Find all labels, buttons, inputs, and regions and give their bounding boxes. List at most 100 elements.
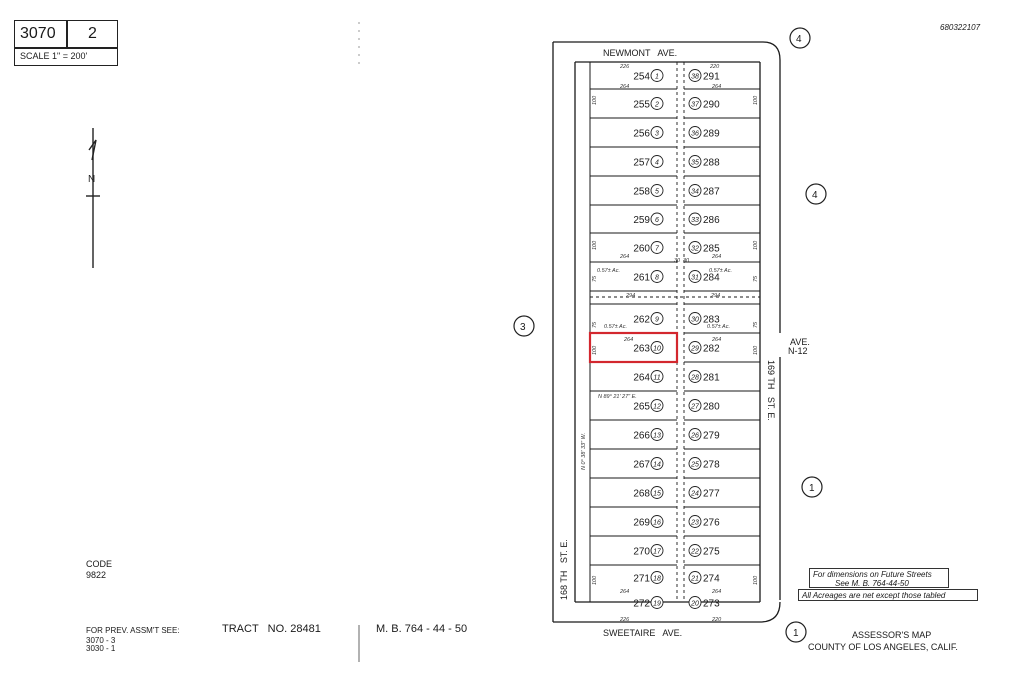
- parcel-number[interactable]: 270: [633, 547, 650, 558]
- parcel-number[interactable]: 257: [633, 158, 650, 169]
- parcel-number[interactable]: 269: [633, 518, 650, 529]
- lot-number-circle: [650, 544, 664, 557]
- parcel-number[interactable]: 272: [633, 599, 650, 610]
- parcel-number[interactable]: 278: [703, 460, 720, 471]
- parcel-number[interactable]: 264: [633, 373, 650, 384]
- parcel-number[interactable]: 279: [703, 431, 720, 442]
- parcel-number[interactable]: 274: [703, 574, 720, 585]
- lot-number: 1: [655, 74, 659, 81]
- page-ref-circle[interactable]: [805, 183, 827, 205]
- lot-number-circle: [688, 312, 702, 325]
- page-ref-circle[interactable]: [785, 621, 807, 643]
- lot-number-circle: [650, 312, 664, 325]
- parcel-number[interactable]: 285: [703, 244, 720, 255]
- parcel-number[interactable]: 266: [633, 431, 650, 442]
- lot-number-circle: [688, 428, 702, 441]
- parcel-number[interactable]: 254: [633, 72, 650, 83]
- lot-number-circle: [650, 428, 664, 441]
- street-label-n12: N-12: [788, 346, 808, 356]
- parcel-number[interactable]: 255: [633, 100, 650, 111]
- page-ref-number: 4: [796, 34, 802, 45]
- lot-number-circle: [688, 486, 702, 499]
- parcel-number[interactable]: 267: [633, 460, 650, 471]
- parcel-number[interactable]: 273: [703, 599, 720, 610]
- parcel-number[interactable]: 256: [633, 129, 650, 140]
- lot-number: 33: [691, 217, 699, 224]
- dimension-label: 75: [753, 275, 759, 282]
- parcel-number[interactable]: 277: [703, 489, 720, 500]
- document-number: 680322107: [940, 23, 981, 32]
- note-line: All Acreages are net except those tabled: [802, 591, 946, 600]
- dimension-label: 75: [753, 321, 759, 328]
- dimension-label: 30: [683, 258, 690, 264]
- lot-number: 34: [691, 189, 699, 196]
- dimension-label: 294: [625, 293, 635, 299]
- code-value: 9822: [86, 570, 107, 580]
- parcel-number[interactable]: 289: [703, 129, 720, 140]
- lot-number: 14: [653, 462, 661, 469]
- parcel-number[interactable]: 291: [703, 72, 720, 83]
- dimension-label: 294: [710, 293, 720, 299]
- page-ref-number: 1: [793, 628, 799, 639]
- lot-number: 24: [690, 491, 699, 498]
- parcel-number[interactable]: 281: [703, 373, 720, 384]
- lot-number-circle: [688, 212, 702, 226]
- parcel-number[interactable]: 265: [633, 402, 650, 413]
- parcel-number[interactable]: 280: [703, 402, 720, 413]
- lot-number-circle: [650, 486, 664, 499]
- lot-number-circle: [688, 370, 702, 383]
- street-label-sweetaire: SWEETAIRE AVE.: [603, 628, 682, 638]
- parcel-number[interactable]: 275: [703, 547, 720, 558]
- page-ref-circle[interactable]: [801, 476, 823, 498]
- parcel-number[interactable]: 260: [633, 244, 650, 255]
- parcel-number[interactable]: 276: [703, 518, 720, 529]
- parcel-number[interactable]: 287: [703, 187, 720, 198]
- parcel-number[interactable]: 282: [703, 344, 720, 355]
- note-line: See M. B. 764-44-50: [835, 579, 909, 589]
- page-ref-number: 4: [812, 190, 818, 201]
- parcel-number[interactable]: 259: [633, 215, 650, 226]
- dimension-label: 264: [619, 254, 629, 260]
- parcel-number[interactable]: 268: [633, 489, 650, 500]
- dimension-label: 75: [592, 321, 598, 328]
- page-ref-number: 1: [809, 483, 815, 494]
- parcel-number[interactable]: 290: [703, 100, 720, 111]
- highlighted-parcel-outline[interactable]: [588, 331, 679, 364]
- street-label-ave: AVE.: [790, 337, 810, 347]
- parcel-number[interactable]: 263: [633, 344, 650, 355]
- page-ref-circle[interactable]: [789, 27, 811, 49]
- page-ref-circle[interactable]: [513, 315, 535, 337]
- dimension-label: 30: [674, 258, 681, 264]
- lot-number-circle: [650, 399, 664, 412]
- parcel-number[interactable]: 286: [703, 215, 720, 226]
- lot-number: 30: [691, 317, 699, 324]
- lot-number: 4: [655, 160, 659, 167]
- acreage-label: 0.57± Ac.: [597, 268, 620, 274]
- lot-number: 13: [653, 433, 661, 440]
- book-number: 3070: [20, 25, 56, 42]
- parcel-number[interactable]: 271: [633, 574, 650, 585]
- page-number: 2: [88, 25, 97, 42]
- dimension-label: 264: [711, 84, 721, 90]
- lot-number: 7: [655, 246, 660, 253]
- lot-number: 18: [653, 576, 661, 583]
- parcel-number[interactable]: 284: [703, 273, 720, 284]
- lot-number: 19: [653, 601, 661, 608]
- parcel-number[interactable]: 262: [633, 315, 650, 326]
- lot-number: 38: [691, 74, 699, 81]
- parcel-number[interactable]: 283: [703, 315, 720, 326]
- parcel-number[interactable]: 261: [633, 273, 650, 284]
- lot-number-circle: [650, 69, 664, 82]
- dimension-label: 100: [753, 240, 759, 250]
- parcel-number[interactable]: 258: [633, 187, 650, 198]
- acreage-label: 0.57± Ac.: [709, 268, 732, 274]
- dimension-label: 100: [592, 95, 598, 105]
- dimension-label: 100: [592, 575, 598, 585]
- prev-assessment-ref: 3070 - 3: [86, 636, 116, 645]
- lot-number-circle: [688, 596, 702, 609]
- lot-number: 22: [690, 549, 699, 556]
- lot-number: 17: [653, 549, 662, 556]
- street-label-169th: 169 TH ST. E.: [766, 360, 776, 421]
- parcel-number[interactable]: 288: [703, 158, 720, 169]
